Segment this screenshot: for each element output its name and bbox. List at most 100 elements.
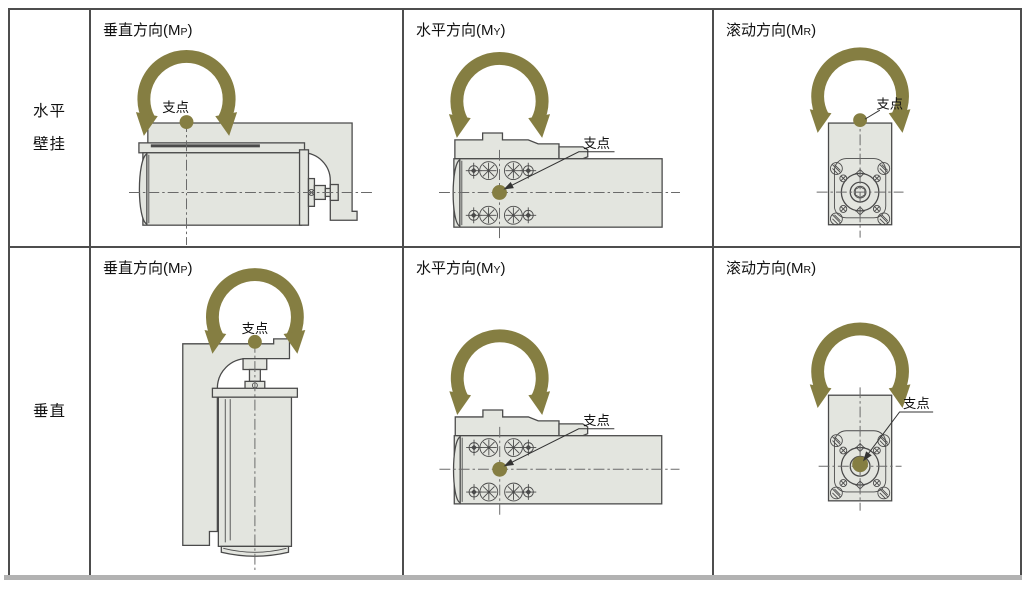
moment-subscript: Y [493,26,501,38]
direction-title-text: 滚动方向(M [726,260,804,277]
moment-arrowhead-right [215,112,238,136]
cell-vertical-mp: 垂直方向(MP) 支点 [89,246,402,575]
bottom-rule [4,575,1022,580]
corner-bolt [872,162,891,183]
screw-head [504,205,523,225]
fulcrum-dot [247,334,262,349]
leader-arrowhead [503,458,515,467]
corner-bolt [872,479,891,500]
direction-title: 滚动方向(MR) [726,19,816,40]
direction-title-text: 垂直方向(M [103,22,181,39]
direction-title: 垂直方向(MP) [103,257,193,278]
row-label-line: 水平 [32,102,66,120]
screw-head [479,161,498,181]
direction-title: 水平方向(MY) [416,257,506,278]
fulcrum-dot [492,461,508,477]
wall-bracket [182,338,291,547]
fulcrum-dot [492,185,507,200]
cell-horizontal-my: 水平方向(MY) [402,10,712,246]
moment-arrowhead-left [809,109,832,133]
direction-title-close: ) [811,260,817,277]
direction-title: 垂直方向(MP) [103,19,193,40]
moment-subscript: P [180,264,188,276]
fulcrum-leader-line [863,411,934,460]
moment-arrowhead-left [204,329,227,354]
screw-head [479,482,499,502]
row-label-line: 壁挂 [32,135,66,153]
direction-title-text: 水平方向(M [416,22,494,39]
fulcrum-label: 支点 [903,396,930,411]
screw-marker [520,207,537,224]
corner-bolt [830,434,848,455]
moment-subscript: Y [493,264,501,276]
direction-title-close: ) [187,22,193,39]
moment-arrowhead-right [888,384,911,409]
direction-title-close: ) [500,22,506,39]
moment-arc [811,47,909,120]
direction-title-close: ) [500,260,506,277]
slide-table [454,132,560,160]
row-label-line: 垂直 [32,402,66,420]
direction-title-close: ) [811,22,817,39]
fulcrum-label: 支点 [162,100,189,115]
actuator-side-view-drawing: 支点 [128,50,374,246]
fulcrum-label: 支点 [876,96,903,111]
leader-arrowhead [863,451,872,462]
moment-subscript: P [180,26,188,38]
slide-table [454,409,560,437]
corner-bolt [830,479,848,500]
fulcrum-label: 支点 [583,413,610,428]
screw-head [504,161,523,181]
corner-bolt [830,205,848,226]
row-label-horizontal-wall: 水平 壁挂 [10,10,89,246]
screw-head [504,482,523,502]
moment-arrowhead-right [528,114,551,138]
leader-arrowhead [503,181,514,190]
fulcrum-leader-line [864,109,881,120]
moment-arc [811,322,909,395]
screw-head [479,205,498,225]
direction-title-close: ) [187,260,193,277]
cell-vertical-mr: 滚动方向(MR) 支点 [712,246,1020,575]
moment-subscript: R [803,264,812,276]
actuator-top-view-drawing: 支点 [439,329,680,517]
moment-arrowhead-right [283,329,306,354]
actuator-vertical-view-drawing: 支点 [182,268,306,571]
fulcrum-dot [179,115,194,129]
fulcrum-leader-line [505,428,615,466]
screw-marker [466,439,482,456]
moment-arc [206,268,304,340]
moment-arrowhead-left [449,391,472,415]
moment-arrowhead-right [528,391,551,415]
screw-head [504,438,523,457]
moment-arrowhead-left [135,112,158,136]
moment-arrowhead-left [448,114,471,138]
end-cap [220,545,290,557]
fulcrum-dot [853,113,867,128]
direction-title-text: 滚动方向(M [726,22,804,39]
cell-horizontal-mp: 垂直方向(MP) [89,10,402,246]
moment-arc [450,52,549,125]
row-label-vertical: 垂直 [10,246,89,575]
corner-bolt [872,205,891,226]
fulcrum-leader-line [505,151,615,189]
moment-arrowhead-left [809,384,832,409]
direction-title: 滚动方向(MR) [726,257,816,278]
screw-marker [465,207,482,224]
direction-title: 水平方向(MY) [416,19,506,40]
cell-vertical-my: 水平方向(MY) [402,246,712,575]
fulcrum-label: 支点 [242,321,269,336]
figure-table: 水平 壁挂 垂直方向(MP) [8,8,1022,575]
actuator-end-view-drawing: 支点 [809,322,934,511]
moment-subscript: R [803,26,812,38]
fulcrum-label: 支点 [583,136,610,151]
cylinder-body [142,152,303,226]
screw-head [479,438,499,457]
actuator-top-view-drawing: 支点 [439,52,680,241]
moment-arrowhead-right [888,109,911,133]
moment-arc [450,329,549,402]
moment-arc [137,50,236,123]
actuator-end-view-drawing: 支点 [809,47,911,238]
direction-title-text: 水平方向(M [416,260,494,277]
